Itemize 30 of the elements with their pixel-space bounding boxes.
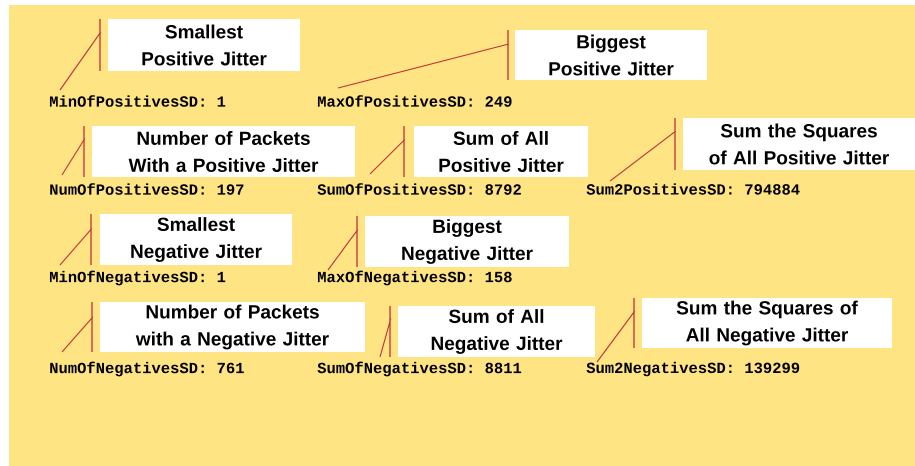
code-label: NumOfNegativesSD: 761	[50, 362, 244, 376]
callout-box: Sum the Squares of All Negative Jitter	[633, 298, 892, 348]
leader-line	[62, 138, 86, 176]
code-label: MaxOfPositivesSD: 249	[318, 95, 512, 107]
callout-box: Sum the Squares of All Positive Jitter	[674, 118, 915, 170]
leader-line	[338, 43, 509, 89]
callout-box: Number of Packets with a Negative Jitter	[91, 302, 365, 352]
leader-line	[379, 318, 392, 358]
callout-box: Smallest Negative Jitter	[90, 214, 292, 265]
code-label: Sum2NegativesSD: 139299	[586, 362, 800, 376]
leader-line	[596, 310, 636, 362]
code-label: MinOfPositivesSD: 1	[50, 95, 226, 107]
callout-box: Sum of All Negative Jitter	[389, 306, 595, 357]
callout-box: Sum of All Positive Jitter	[403, 126, 588, 177]
callout-box: Smallest Positive Jitter	[99, 19, 300, 71]
leader-line	[60, 32, 102, 90]
leader-line	[370, 139, 406, 174]
code-label: SumOfPositivesSD: 8792	[317, 183, 521, 195]
leader-line	[610, 130, 676, 182]
code-label: MaxOfNegativesSD: 158	[318, 270, 512, 286]
code-label: Sum2PositivesSD: 794884	[586, 183, 800, 195]
callout-box: Biggest Positive Jitter	[507, 30, 707, 80]
callout-box: Number of Packets With a Positive Jitter	[83, 126, 355, 177]
callout-box: Biggest Negative Jitter	[356, 216, 569, 267]
code-label: SumOfNegativesSD: 8811	[317, 362, 522, 376]
code-label: MinOfNegativesSD: 1	[50, 270, 226, 286]
leader-line	[60, 228, 92, 266]
leader-line	[62, 316, 94, 352]
leader-line	[328, 229, 358, 270]
code-label: NumOfPositivesSD: 197	[50, 183, 244, 195]
